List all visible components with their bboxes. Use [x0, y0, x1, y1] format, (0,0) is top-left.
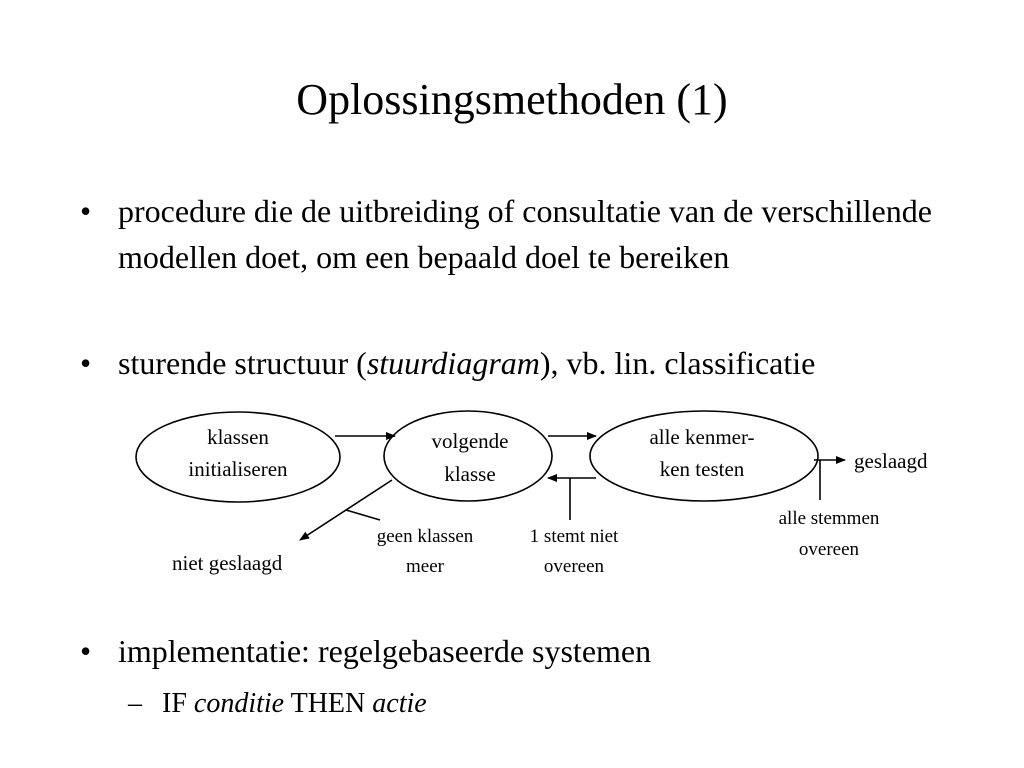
label-one-mismatch-line2: overeen [544, 556, 605, 577]
sub-bullet-symbol: – [128, 688, 142, 719]
label-passed: geslaagd [854, 449, 928, 473]
label-all-match-line2: overeen [799, 539, 860, 560]
label-not-passed: niet geslaagd [172, 551, 283, 575]
node-next-ellipse [383, 410, 553, 502]
node-test-line2: ken testen [660, 457, 745, 481]
label-no-classes-line1: geen klassen [377, 526, 474, 547]
bullet-text-after: ), vb. lin. classificatie [539, 345, 816, 381]
sub-bullet-rule: – IF conditie THEN actie [128, 684, 427, 724]
no-classes-connector [345, 509, 381, 521]
bullet-text-italic: stuurdiagram [366, 345, 540, 381]
bullet-symbol: • [80, 193, 92, 229]
rule-then: THEN [290, 688, 366, 719]
bullet-control-structure: • sturende structuur (stuurdiagram), vb.… [80, 340, 1000, 386]
label-one-mismatch-line1: 1 stemt niet [530, 526, 619, 547]
bullet-implementation: • implementatie: regelgebaseerde systeme… [80, 628, 980, 674]
sub-bullet-text: IF conditie THEN actie [162, 684, 427, 724]
label-no-classes-line2: meer [406, 556, 445, 577]
node-test-ellipse [589, 410, 819, 502]
node-init-line1: klassen [207, 425, 269, 449]
node-init-ellipse [135, 411, 341, 503]
slide-title: Oplossingsmethoden (1) [296, 75, 728, 124]
bullet-symbol: • [80, 345, 92, 381]
bullet-text: procedure die de uitbreiding of consulta… [118, 193, 932, 275]
node-next-line2: klasse [444, 462, 495, 486]
bullet-text: sturende structuur (stuurdiagram), vb. l… [118, 340, 1000, 386]
node-next-line1: volgende [432, 429, 509, 453]
node-init-line2: initialiseren [188, 457, 288, 481]
bullet-text: implementatie: regelgebaseerde systemen [118, 633, 652, 669]
bullet-text-before: sturende structuur ( [118, 345, 367, 381]
label-all-match-line1: alle stemmen [779, 508, 880, 529]
node-test-line1: alle kenmer- [649, 425, 754, 449]
bullet-procedure: • procedure die de uitbreiding of consul… [80, 188, 980, 280]
rule-condition: conditie [193, 688, 285, 719]
bullet-symbol: • [80, 633, 92, 669]
rule-if: IF [162, 688, 187, 719]
rule-action: actie [372, 688, 427, 719]
